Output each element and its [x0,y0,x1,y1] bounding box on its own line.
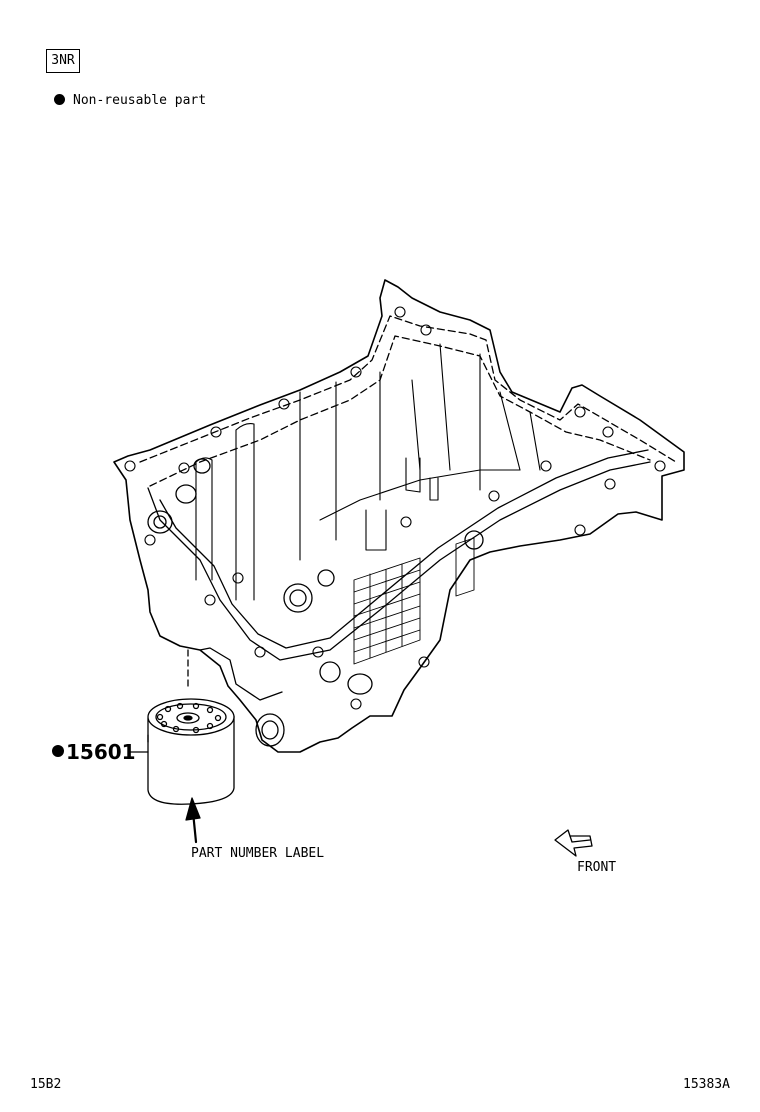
strainer-mesh [353,537,475,665]
legend-text: Non-reusable part [73,93,207,108]
label-arrow-icon [185,797,201,844]
top-flange [139,315,677,487]
interior-ribs [195,343,541,601]
oil-ports [147,458,484,747]
part-number-callout: 15601 [52,739,136,765]
part-number-label-text: PART NUMBER LABEL [191,846,325,861]
oil-filter-icon [147,698,235,805]
legend: Non-reusable part [54,92,206,110]
oil-pan-outline [113,279,685,753]
front-label: FRONT [577,860,617,875]
filled-circle-icon [54,94,65,105]
illustration-id: 15383A [683,1077,730,1092]
filled-circle-icon [52,745,64,757]
engine-code-box: 3NR [46,49,80,73]
front-flange [147,449,651,701]
page-code: 15B2 [30,1077,62,1092]
bolt-holes [124,306,666,710]
part-number: 15601 [66,740,136,764]
front-arrow-icon [554,829,593,857]
